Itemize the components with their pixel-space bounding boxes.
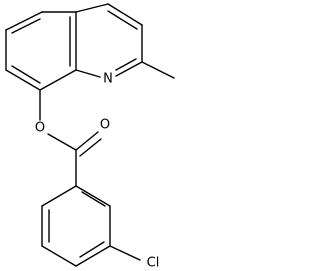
molecule-structure: N O O Cl xyxy=(5,3,175,271)
bond-ar1-ar2 xyxy=(75,185,111,207)
bond-c8-c8a xyxy=(39,69,77,91)
carbonyl-oxygen-label: O xyxy=(100,118,110,133)
bond-ar1-ar2-inner xyxy=(81,191,106,207)
bond-c2-methyl xyxy=(141,61,175,79)
bond-c4-c3 xyxy=(107,3,143,26)
bond-c5-c6-inner xyxy=(11,18,41,34)
nitrogen-label: N xyxy=(103,72,113,87)
chlorine-label: Cl xyxy=(147,256,160,271)
bond-carbonyl-c-o-double xyxy=(79,138,102,157)
ether-oxygen-label: O xyxy=(35,121,45,136)
bond-c2-n1 xyxy=(115,61,143,77)
bond-ar3-ar4-inner xyxy=(79,241,105,258)
bond-ar4-ar5 xyxy=(41,245,77,267)
bond-o-carbonyl-c xyxy=(47,133,77,151)
atom-labels: N O O Cl xyxy=(35,72,159,271)
quinoline-pyridine-ring xyxy=(75,3,175,79)
bond-c7-c8-inner xyxy=(11,65,41,84)
bond-c4a-c4 xyxy=(75,3,109,13)
bond-carbonyl-c-o xyxy=(75,131,99,151)
bond-n1-c8a xyxy=(75,69,101,78)
bond-ar6-ar1 xyxy=(41,185,77,207)
bond-c7-c8 xyxy=(5,69,41,91)
bond-c2-n1-inner xyxy=(115,58,137,71)
bond-c4-c3-inner xyxy=(107,10,138,30)
bond-ar3-cl xyxy=(109,245,141,261)
ester-linkage xyxy=(39,89,102,187)
bond-c5-c6 xyxy=(5,11,43,31)
bond-ar3-ar4 xyxy=(75,245,111,267)
quinoline-carbocycle xyxy=(5,11,77,91)
chlorophenyl-ring xyxy=(41,185,141,267)
